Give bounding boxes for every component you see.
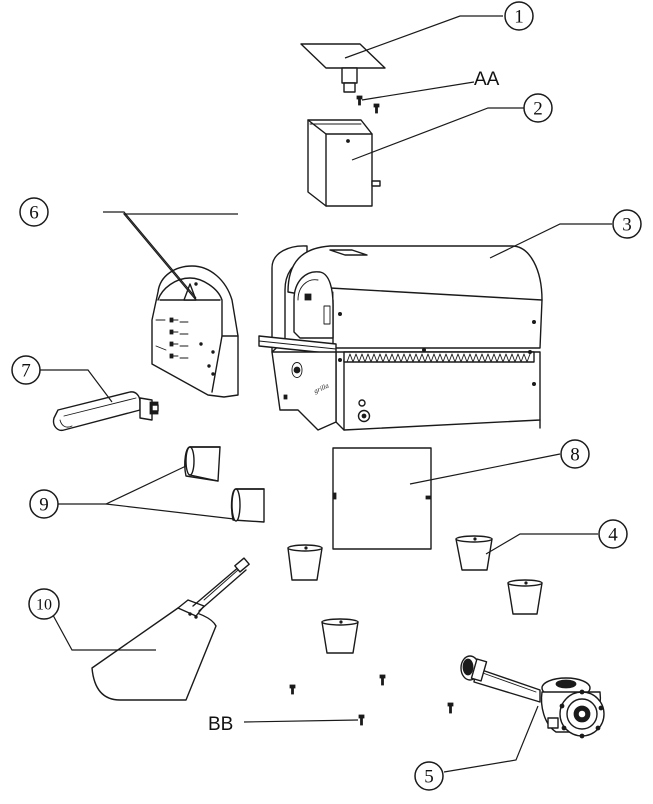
callout-3: 3 [612, 209, 642, 239]
callout-7: 7 [11, 355, 41, 385]
callout-8: 8 [560, 439, 590, 469]
part-9-sleeves [184, 446, 265, 523]
part-5-regulator [460, 655, 605, 739]
callout-4-label: 4 [608, 525, 618, 546]
aa-screws [356, 95, 380, 114]
bb-screws [289, 674, 454, 726]
foot-cup [321, 618, 359, 654]
part-7-handle [52, 391, 159, 432]
leader-lines [40, 15, 612, 773]
part-6-side-insert [151, 265, 239, 398]
foot-cup [287, 544, 323, 581]
callout-2-label: 2 [533, 99, 543, 120]
tag-bb: BB [208, 714, 233, 735]
callout-3-label: 3 [622, 215, 632, 236]
callout-9: 9 [29, 489, 59, 519]
callout-1: 1 [504, 1, 534, 31]
part-10-peel [91, 557, 250, 701]
part-4-feet [287, 535, 543, 654]
foot-cup [455, 535, 493, 571]
part-2-hopper-box [307, 119, 381, 207]
callout-2: 2 [523, 93, 553, 123]
callout-6-label: 6 [29, 203, 39, 224]
callout-1-label: 1 [514, 7, 524, 28]
callout-8-label: 8 [570, 445, 580, 466]
callout-10-label: 10 [36, 597, 52, 614]
part-8-panel [332, 447, 432, 550]
callout-6: 6 [19, 197, 49, 227]
callout-7-label: 7 [21, 361, 31, 382]
part-3-grill-body [258, 245, 543, 431]
callout-4: 4 [598, 519, 628, 549]
tag-aa: AA [474, 69, 500, 90]
part-1-hopper-lid [300, 43, 386, 93]
callout-9-label: 9 [39, 495, 49, 516]
foot-cup [507, 579, 543, 615]
callout-5: 5 [414, 761, 444, 791]
callout-10: 10 [28, 588, 60, 620]
callout-5-label: 5 [424, 767, 434, 788]
